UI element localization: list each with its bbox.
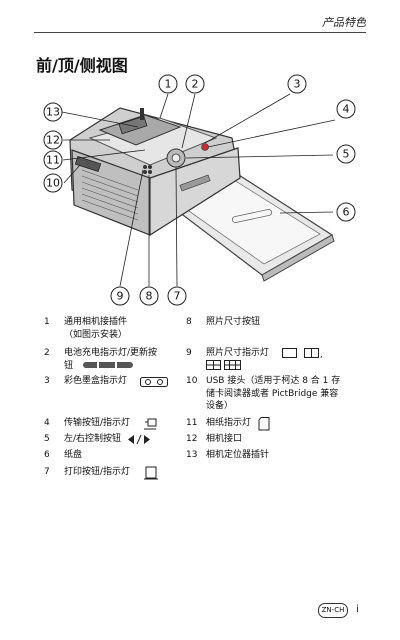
- svg-text:7: 7: [174, 290, 181, 303]
- svg-text:13: 13: [46, 106, 60, 119]
- language-badge: ZN-CH: [318, 603, 348, 618]
- svg-text:2: 2: [192, 78, 199, 91]
- svg-text:11: 11: [46, 154, 60, 167]
- svg-text:10: 10: [46, 177, 60, 190]
- callout-3: 3: [287, 74, 307, 94]
- printer-illustration: 1 2 3 4 5 6 7 8 9 10 11 12 13: [43, 74, 356, 306]
- callout-9: 9: [110, 286, 130, 306]
- legend-item-8: 8 照片尺寸按钮: [186, 317, 261, 327]
- svg-text:,: ,: [320, 350, 323, 359]
- callout-8: 8: [139, 286, 159, 306]
- legend-item-12: 12 相机接口: [186, 434, 243, 444]
- legend-item-5: 5 左/右控制按钮: [40, 433, 190, 447]
- callout-4: 4: [336, 99, 356, 119]
- callout-7: 7: [167, 286, 187, 306]
- svg-text:6: 6: [343, 206, 350, 219]
- svg-text:8: 8: [146, 290, 153, 303]
- transfer-icon: [144, 418, 157, 430]
- legend-item-1: 1 通用相机接插件 （如图示安装）: [44, 317, 128, 340]
- callout-2: 2: [185, 74, 205, 94]
- svg-text:5: 5: [343, 148, 350, 161]
- page-title: 前/顶/侧视图: [36, 56, 128, 75]
- photo-size-grid-icons: [206, 360, 241, 370]
- legend-item-3: 3 彩色墨盒指示灯: [40, 375, 190, 389]
- ink-cartridge-icon: [140, 377, 168, 387]
- header-rule: [34, 32, 366, 33]
- svg-text:3: 3: [294, 78, 301, 91]
- print-icon: [144, 466, 158, 480]
- callout-13: 13: [43, 102, 63, 122]
- callout-11: 11: [43, 150, 63, 170]
- legend-item-13: 13 相机定位器插针: [186, 450, 270, 460]
- svg-text:1: 1: [165, 78, 172, 91]
- svg-text:12: 12: [46, 134, 60, 147]
- callout-1: 1: [158, 74, 178, 94]
- legend-item-11: 11 相纸指示灯: [186, 417, 366, 431]
- header-section-title: 产品特色: [322, 16, 366, 29]
- legend-item-9: 9 照片尺寸指示灯 ,: [186, 347, 366, 373]
- legend-item-2: 2 电池充电指示灯/更新按 钮: [44, 348, 158, 371]
- callout-6: 6: [336, 202, 356, 222]
- legend-item-10: 10 USB 接头（适用于柯达 8 合 1 存 储卡阅读器或者 PictBrid…: [186, 376, 341, 411]
- photo-size-icons: ,: [282, 348, 323, 359]
- legend-item-7: 7 打印按钮/指示灯: [40, 466, 190, 480]
- printer-body: [69, 107, 241, 237]
- svg-text:9: 9: [117, 290, 124, 303]
- callout-12: 12: [43, 130, 63, 150]
- callout-10: 10: [43, 173, 63, 193]
- legend-item-6: 6 纸盘: [44, 450, 83, 460]
- left-right-arrows-icon: [128, 434, 150, 445]
- legend-item-4: 4 传输按钮/指示灯: [40, 417, 190, 431]
- callout-5: 5: [336, 144, 356, 164]
- battery-charge-indicator-icon: [83, 362, 133, 368]
- paper-indicator-icon: [258, 417, 270, 431]
- svg-text:4: 4: [343, 103, 350, 116]
- page-number: i: [356, 604, 359, 615]
